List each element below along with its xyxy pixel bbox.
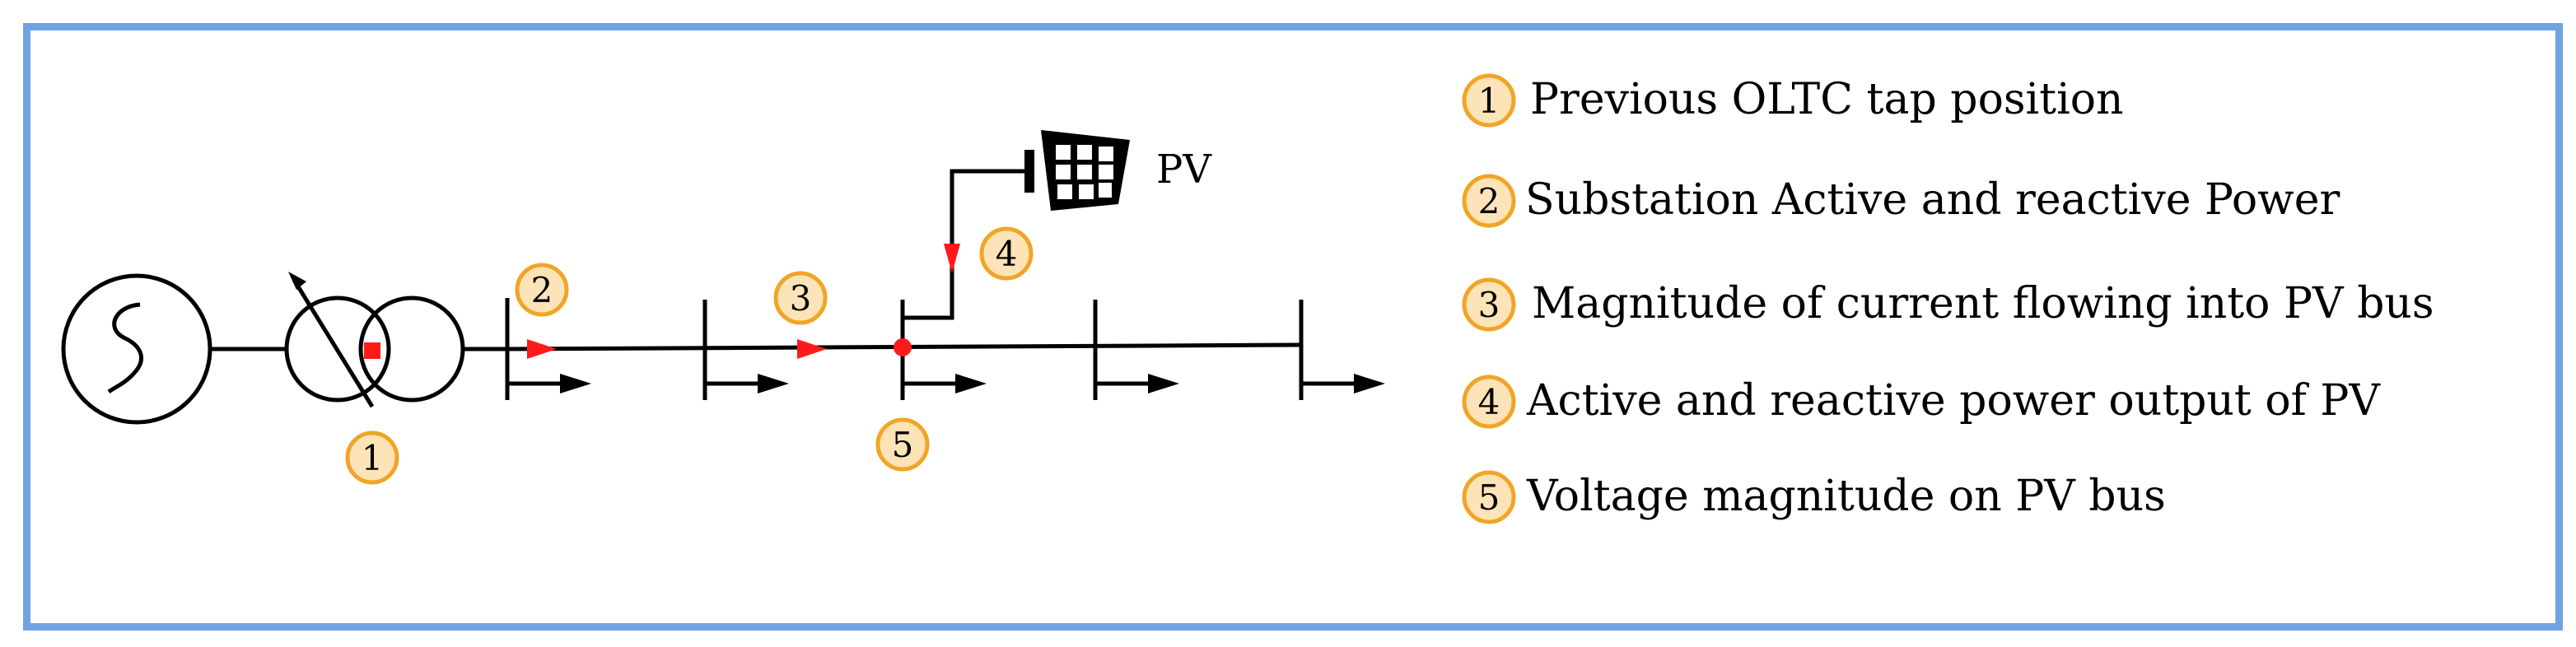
current-flow-marker — [797, 339, 827, 359]
bus-2 — [702, 300, 789, 400]
tap-marker — [364, 342, 380, 359]
badge-3: 3 — [773, 271, 828, 325]
badge-5: 5 — [875, 417, 930, 472]
diagram-frame — [23, 23, 2563, 631]
svg-text:2: 2 — [531, 270, 553, 310]
svg-text:1: 1 — [362, 438, 384, 478]
svg-text:3: 3 — [1478, 285, 1500, 325]
svg-text:1: 1 — [1478, 81, 1500, 121]
legend-text: Voltage magnitude on PV bus — [1526, 472, 2166, 521]
legend-item: 5 Voltage magnitude on PV bus — [1462, 470, 2166, 524]
svg-text:4: 4 — [1478, 382, 1500, 422]
legend-item: 1 Previous OLTC tap position — [1462, 73, 2124, 128]
badge-2: 2 — [515, 263, 569, 317]
svg-text:2: 2 — [1478, 181, 1500, 221]
svg-text:3: 3 — [790, 278, 812, 319]
legend-item: 3 Magnitude of current flowing into PV b… — [1462, 277, 2434, 332]
pv-panel-icon — [1024, 130, 1130, 211]
badge-1: 1 — [345, 431, 399, 485]
legend-item: 4 Active and reactive power output of PV — [1462, 375, 2381, 429]
bus-4 — [1093, 300, 1179, 400]
voltage-measure-point — [894, 338, 912, 356]
svg-text:5: 5 — [892, 425, 914, 465]
bus-1 — [505, 298, 591, 400]
legend-item: 2 Substation Active and reactive Power — [1462, 174, 2340, 228]
pv-label: PV — [1156, 147, 1212, 193]
bus-5 — [1299, 300, 1385, 400]
svg-text:4: 4 — [996, 234, 1018, 274]
legend-text: Previous OLTC tap position — [1530, 75, 2124, 124]
legend-text: Substation Active and reactive Power — [1525, 175, 2340, 225]
pv-branch — [903, 169, 1028, 320]
legend: 1 Previous OLTC tap position 2 Substatio… — [1462, 73, 2434, 524]
oltc-transformer-icon — [284, 272, 465, 408]
power-flow-marker — [527, 339, 557, 359]
badge-4: 4 — [979, 226, 1034, 281]
pv-bus — [900, 300, 987, 400]
svg-text:5: 5 — [1478, 477, 1500, 518]
ac-source-icon — [61, 273, 212, 425]
pv-flow-marker — [944, 244, 960, 273]
legend-text: Magnitude of current flowing into PV bus — [1532, 279, 2434, 328]
legend-text: Active and reactive power output of PV — [1526, 376, 2381, 426]
